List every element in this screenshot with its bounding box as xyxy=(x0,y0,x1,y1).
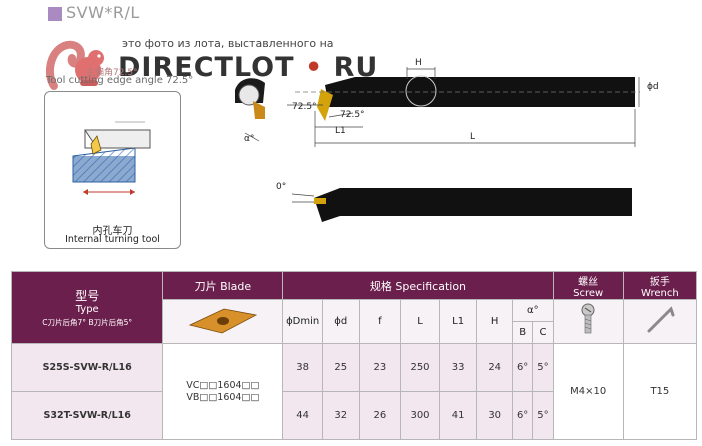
dim-angle-2: 72.5° xyxy=(340,110,365,120)
cutting-angle-cn: 主偏角72.5° xyxy=(86,68,138,78)
page-title: SVW*R/L xyxy=(66,3,140,22)
squirrel-logo-icon xyxy=(45,40,104,90)
screw-header: 螺丝 Screw xyxy=(552,271,624,300)
tool-side-drawing xyxy=(291,188,632,222)
watermark-brand: DIRECTLOT • RU xyxy=(118,52,378,83)
row-0-L1: 33 xyxy=(438,343,478,392)
screw-icon xyxy=(581,303,595,334)
col-L: L xyxy=(400,299,440,344)
dim-L1: L1 xyxy=(335,126,346,136)
dim-L: L xyxy=(470,132,476,142)
row-0-f: 23 xyxy=(358,343,402,392)
blade-code-2: VB□□1604□□ xyxy=(186,391,260,403)
row-0-d: 25 xyxy=(321,343,360,392)
wrench-header: 扳手 Wrench xyxy=(622,271,698,300)
row-1-H: 30 xyxy=(476,391,513,440)
col-L1: L1 xyxy=(438,299,478,344)
blade-header: 刀片 Blade xyxy=(162,271,284,300)
row-0-dmin: 38 xyxy=(282,343,323,392)
row-0-C: 5° xyxy=(532,343,554,392)
col-d: ϕd xyxy=(321,299,360,344)
dim-alpha: α° xyxy=(244,134,255,144)
col-dmin: ϕDmin xyxy=(282,299,323,344)
row-1-C: 5° xyxy=(532,391,554,440)
type-header: 型号 Type C刀片后角7° B刀片后角5° xyxy=(10,271,164,344)
col-B: B xyxy=(511,321,534,344)
col-C: C xyxy=(532,321,554,344)
dim-angle-1: 72.5° xyxy=(292,102,317,112)
wrench-header-en: Wrench xyxy=(641,287,679,299)
watermark-brand-left: DIRECTLOT xyxy=(118,52,295,83)
col-H: H xyxy=(476,299,513,344)
blade-codes-cell: VC□□1604□□ VB□□1604□□ xyxy=(162,343,284,440)
row-1-B: 6° xyxy=(511,391,534,440)
row-1-dmin: 44 xyxy=(282,391,323,440)
screw-header-en: Screw xyxy=(573,287,604,299)
row-0-H: 24 xyxy=(476,343,513,392)
screw-value: M4×10 xyxy=(552,343,624,440)
dim-zero-angle: 0° xyxy=(276,182,287,192)
screw-header-cn: 螺丝 xyxy=(578,276,599,288)
title-square-icon xyxy=(48,7,62,21)
screw-image-cell xyxy=(552,299,624,344)
spec-table: 型号 Type C刀片后角7° B刀片后角5° 刀片 Blade 规格 Spec… xyxy=(10,271,698,440)
type-header-cn: 型号 xyxy=(75,289,100,303)
dim-phi-d: ϕd xyxy=(647,82,659,92)
row-0-L: 250 xyxy=(400,343,440,392)
col-alpha: α° xyxy=(511,299,554,322)
row-0-model: S25S-SVW-R/L16 xyxy=(10,343,164,392)
internal-turning-en: Internal turning tool xyxy=(65,234,160,245)
row-0-B: 6° xyxy=(511,343,534,392)
row-1-model: S32T-SVW-R/L16 xyxy=(10,391,164,440)
wrench-icon xyxy=(647,306,675,333)
dim-H: H xyxy=(415,58,422,68)
spec-header: 规格 Specification xyxy=(282,271,554,300)
type-header-en: Type xyxy=(75,304,99,315)
blade-image-cell xyxy=(162,299,284,344)
wrench-header-cn: 扳手 xyxy=(649,276,670,288)
row-1-L: 300 xyxy=(400,391,440,440)
cutting-angle-label: Tool cutting edge angle 72.5° xyxy=(46,75,194,86)
watermark-caption: это фото из лота, выставленного на xyxy=(122,37,334,50)
row-1-f: 26 xyxy=(358,391,402,440)
col-f: f xyxy=(358,299,402,344)
row-1-d: 32 xyxy=(321,391,360,440)
type-header-note: C刀片后角7° B刀片后角5° xyxy=(42,318,133,327)
wrench-image-cell xyxy=(622,299,698,344)
internal-turning-cn: 内孔车刀 xyxy=(92,226,133,237)
row-1-L1: 41 xyxy=(438,391,478,440)
watermark-dot: • xyxy=(304,52,324,83)
tool-top-drawing xyxy=(235,67,640,147)
wrench-value: T15 xyxy=(622,343,698,440)
insert-icon xyxy=(188,308,258,334)
blade-code-1: VC□□1604□□ xyxy=(186,379,260,391)
internal-turning-illustration xyxy=(72,121,151,195)
